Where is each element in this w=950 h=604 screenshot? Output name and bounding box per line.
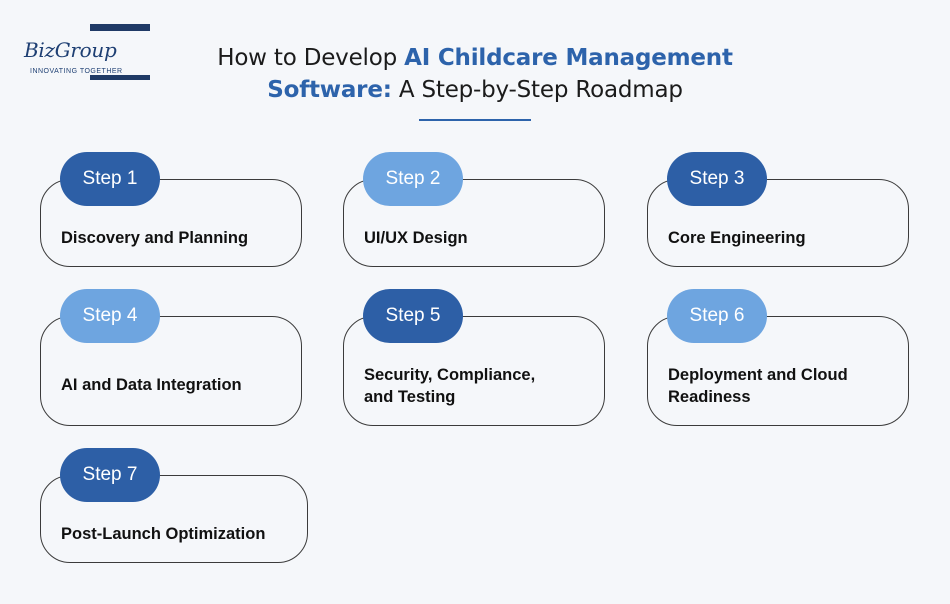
title-part2: A Step-by-Step Roadmap xyxy=(391,77,683,103)
step-badge-2: Step 2 xyxy=(363,152,463,206)
logo-tagline: INNOVATING TOGETHER xyxy=(30,68,123,75)
step-text-2: UI/UX Design xyxy=(364,229,468,247)
step-badge-7: Step 7 xyxy=(60,448,160,502)
step-card-1: Discovery and Planning xyxy=(40,179,302,267)
step-badge-6: Step 6 xyxy=(667,289,767,343)
step-text-5: Security, Compliance, and Testing xyxy=(364,366,536,406)
step-text-4: AI and Data Integration xyxy=(61,376,242,394)
step-text-3: Core Engineering xyxy=(668,229,806,247)
step-badge-1: Step 1 xyxy=(60,152,160,206)
step-text-1: Discovery and Planning xyxy=(61,229,249,247)
title-highlight1: AI Childcare Management xyxy=(404,45,733,71)
step-text-6: Deployment and Cloud Readiness xyxy=(668,366,848,406)
brand-logo: BizGroup INNOVATING TOGETHER xyxy=(24,24,156,82)
title-part1: How to Develop xyxy=(217,45,405,71)
title-underline xyxy=(419,119,531,121)
title-highlight2: Software: xyxy=(267,77,392,103)
step-text-7: Post-Launch Optimization xyxy=(61,525,266,543)
step-badge-3: Step 3 xyxy=(667,152,767,206)
page-title: How to Develop AI Childcare Management S… xyxy=(0,42,950,106)
logo-frame xyxy=(90,24,150,80)
logo-wordmark: BizGroup xyxy=(24,38,117,62)
step-card-7: Post-Launch Optimization xyxy=(40,475,308,563)
step-badge-4: Step 4 xyxy=(60,289,160,343)
step-badge-5: Step 5 xyxy=(363,289,463,343)
